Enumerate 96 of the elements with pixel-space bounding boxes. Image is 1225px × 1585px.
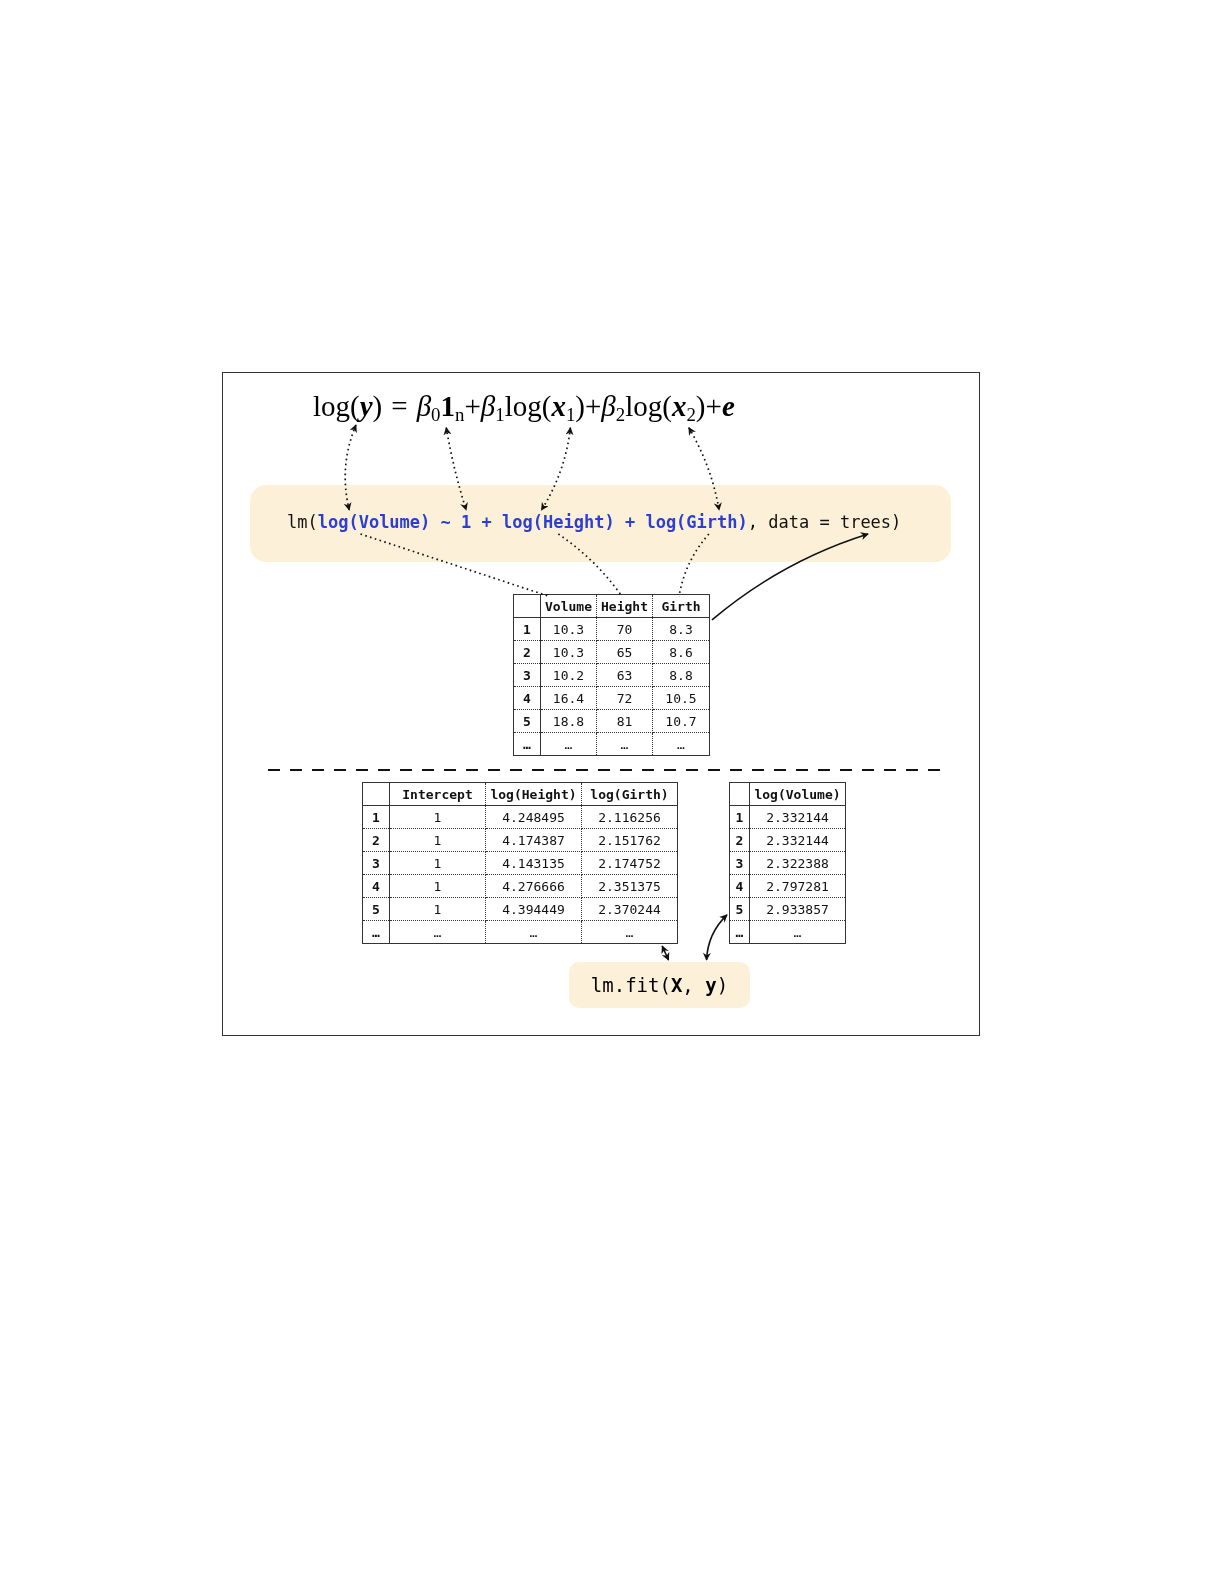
data-value: 72 bbox=[616, 690, 633, 706]
data-value: 10.3 bbox=[552, 621, 585, 637]
data-value: … bbox=[620, 736, 629, 752]
row-number: 1 bbox=[523, 621, 531, 637]
row-number: 2 bbox=[372, 832, 380, 848]
code-token: log(Girth) bbox=[645, 512, 748, 532]
data-value: 2.151762 bbox=[598, 832, 661, 848]
data-value: 4.143135 bbox=[502, 855, 565, 871]
data-value: 10.7 bbox=[665, 713, 697, 729]
data-value: 1 bbox=[433, 878, 442, 894]
code-band bbox=[250, 485, 951, 562]
data-value: 2.351375 bbox=[598, 878, 661, 894]
data-value: … bbox=[793, 924, 802, 940]
data-value: 4.174387 bbox=[502, 832, 565, 848]
equation-operator: +e bbox=[705, 390, 735, 423]
equation-term: β$_{2}$log(x$_{2}$) bbox=[601, 390, 706, 426]
arrow bbox=[711, 532, 869, 621]
data-value: 4.394449 bbox=[502, 901, 565, 917]
row-number: 4 bbox=[523, 690, 531, 706]
row-number: 4 bbox=[735, 878, 744, 894]
equation-operator: + bbox=[584, 390, 602, 423]
arrow bbox=[661, 945, 670, 961]
equation-operator: = bbox=[391, 390, 408, 423]
data-value: 2.332144 bbox=[766, 832, 829, 848]
data-value: 8.3 bbox=[669, 621, 693, 637]
data-value: 18.8 bbox=[552, 713, 585, 729]
data-value: 2.933857 bbox=[766, 901, 829, 917]
data-value: 16.4 bbox=[552, 690, 585, 706]
data-value: … bbox=[625, 924, 634, 940]
column-header: Intercept bbox=[402, 786, 473, 802]
row-number: 2 bbox=[735, 832, 744, 848]
data-value: 2.322388 bbox=[766, 855, 829, 871]
data-value: 2.370244 bbox=[598, 901, 661, 917]
data-value: … bbox=[564, 736, 573, 752]
code-token: trees bbox=[839, 512, 892, 532]
equation-term: β$_{1}$log(x$_{1}$) bbox=[480, 390, 585, 426]
code-text: + bbox=[624, 512, 636, 532]
row-number: 4 bbox=[372, 878, 380, 894]
row-number: 3 bbox=[372, 855, 380, 871]
data-value: 1 bbox=[433, 855, 442, 871]
data-value: 2.332144 bbox=[766, 809, 829, 825]
column-header: log(Volume) bbox=[754, 786, 841, 802]
data-value: 81 bbox=[616, 713, 633, 729]
equation-term: log(y) bbox=[313, 390, 383, 423]
data-value: 10.3 bbox=[552, 644, 585, 660]
row-number: 3 bbox=[523, 667, 531, 683]
data-table bbox=[729, 782, 846, 944]
code-snippet: lm.fit(X, y) bbox=[569, 962, 750, 1008]
dotted-connector bbox=[678, 533, 710, 598]
code-text: , data = bbox=[747, 512, 830, 532]
data-value: 10.5 bbox=[665, 690, 697, 706]
data-value: … bbox=[433, 924, 442, 940]
data-value: 70 bbox=[616, 621, 633, 637]
data-value: 1 bbox=[433, 901, 442, 917]
data-table bbox=[362, 782, 678, 944]
data-value: 1 bbox=[433, 832, 442, 848]
data-value: … bbox=[529, 924, 538, 940]
code-text: + bbox=[481, 512, 492, 532]
row-number: 1 bbox=[372, 809, 380, 825]
data-value: 10.2 bbox=[552, 667, 585, 683]
data-value: 4.248495 bbox=[502, 809, 565, 825]
row-number: … bbox=[523, 736, 531, 752]
row-number: … bbox=[372, 924, 380, 940]
data-value: 2.116256 bbox=[598, 809, 661, 825]
code-text: lm( bbox=[287, 512, 318, 532]
row-number: 3 bbox=[735, 855, 744, 871]
data-value: 1 bbox=[433, 809, 442, 825]
data-value: 65 bbox=[616, 644, 633, 660]
row-number: … bbox=[735, 924, 744, 940]
row-number: 2 bbox=[523, 644, 531, 660]
data-value: 8.8 bbox=[669, 667, 693, 683]
dotted-arrow bbox=[343, 424, 358, 511]
data-value: 4.276666 bbox=[502, 878, 565, 894]
data-value: 8.6 bbox=[669, 644, 693, 660]
data-value: 2.174752 bbox=[598, 855, 661, 871]
code-token: log(Volume) bbox=[317, 512, 431, 532]
row-number: 1 bbox=[735, 809, 744, 825]
code-token: log(Height) bbox=[502, 512, 615, 532]
row-number: 5 bbox=[735, 901, 744, 917]
dotted-arrow bbox=[688, 426, 722, 511]
data-value: 63 bbox=[616, 667, 633, 683]
code-text: ) bbox=[891, 512, 902, 532]
data-value: … bbox=[677, 736, 685, 752]
row-number: 5 bbox=[372, 901, 380, 917]
dotted-arrow bbox=[443, 426, 468, 511]
data-value: 2.797281 bbox=[766, 878, 829, 894]
equation-operator: + bbox=[464, 390, 481, 423]
data-table bbox=[513, 594, 710, 756]
column-header: log(Girth) bbox=[590, 786, 669, 802]
dotted-arrow bbox=[540, 426, 574, 511]
code-token: 1 bbox=[461, 512, 472, 532]
code-text: ~ bbox=[440, 512, 451, 532]
column-header: log(Height) bbox=[490, 786, 577, 802]
row-number: 5 bbox=[523, 713, 531, 729]
arrow bbox=[703, 914, 728, 961]
equation-term: β$_{0}$1$_{n}$ bbox=[416, 390, 465, 426]
